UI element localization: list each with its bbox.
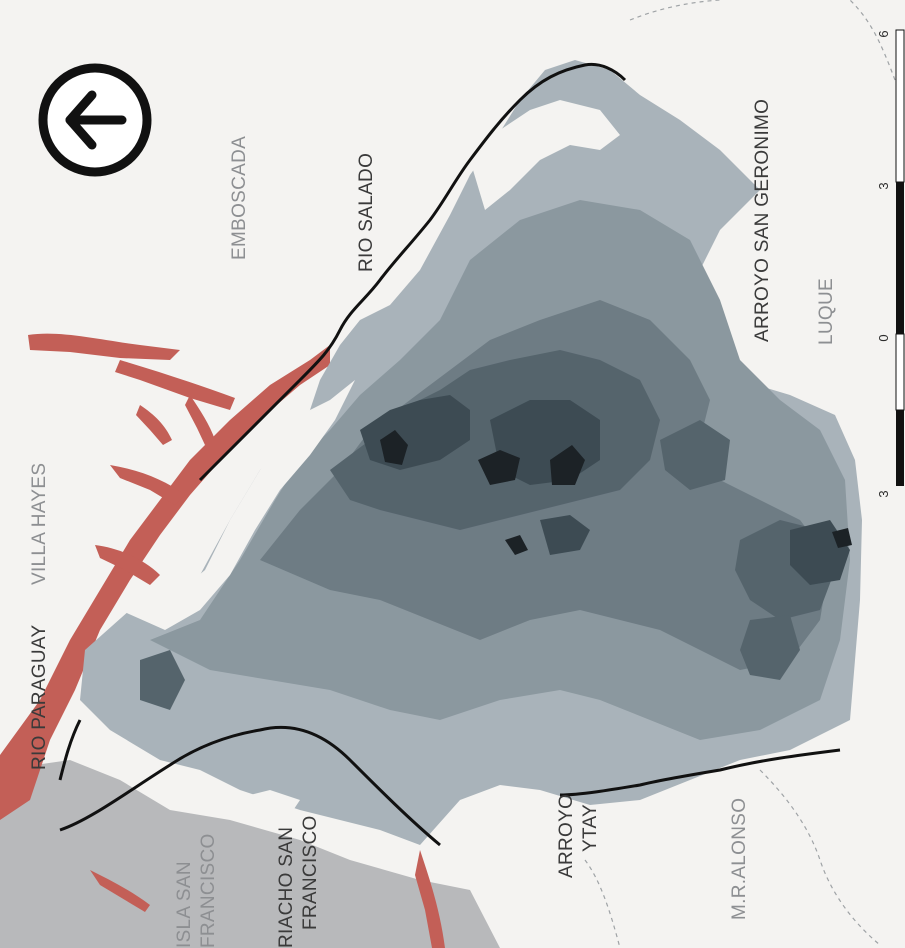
riparian-strips bbox=[120, 100, 620, 815]
scale-bar-segment bbox=[896, 182, 904, 334]
label-rio-salado: RIO SALADO bbox=[356, 153, 377, 272]
elevation-bands bbox=[140, 200, 852, 740]
floodplain-area bbox=[0, 760, 500, 948]
scale-tick-label: 3 bbox=[876, 182, 891, 189]
back-button[interactable] bbox=[38, 63, 152, 177]
scale-bar-segment bbox=[896, 410, 904, 486]
label-luque: LUQUE bbox=[816, 278, 837, 345]
scale-tick-label: 3 bbox=[876, 490, 891, 497]
label-arroyo-san-geronimo: ARROYO SAN GERONIMO bbox=[752, 99, 773, 342]
scale-bar-segment bbox=[895, 29, 905, 183]
label-emboscada: EMBOSCADA bbox=[229, 136, 250, 260]
label-isla-francisco: FRANCISCO bbox=[198, 833, 219, 948]
rio-paraguay-river bbox=[0, 333, 445, 948]
municipal-boundaries bbox=[584, 0, 896, 948]
label-villa-hayes: VILLA HAYES bbox=[29, 463, 50, 585]
label-mr-alonso: M.R.ALONSO bbox=[729, 798, 750, 920]
arrow-left-icon bbox=[65, 90, 127, 150]
label-isla-san: ISLA SAN bbox=[174, 861, 195, 948]
scale-bar: 3 0 3 6 bbox=[876, 29, 905, 498]
label-riacho-san: RIACHO SAN bbox=[276, 827, 297, 948]
label-riacho-francisco: FRANCISCO bbox=[300, 815, 321, 930]
label-rio-paraguay: RIO PARAGUAY bbox=[29, 625, 50, 770]
map-labels: VILLA HAYES EMBOSCADA RIO SALADO ARROYO … bbox=[29, 99, 837, 948]
scale-bar-segment bbox=[895, 333, 905, 411]
label-arroyo: ARROYO bbox=[556, 794, 577, 878]
scale-tick-label: 6 bbox=[876, 30, 891, 37]
scale-tick-label: 0 bbox=[876, 334, 891, 341]
boundary-lines bbox=[58, 62, 841, 847]
label-ytay: YTAY bbox=[580, 804, 601, 852]
